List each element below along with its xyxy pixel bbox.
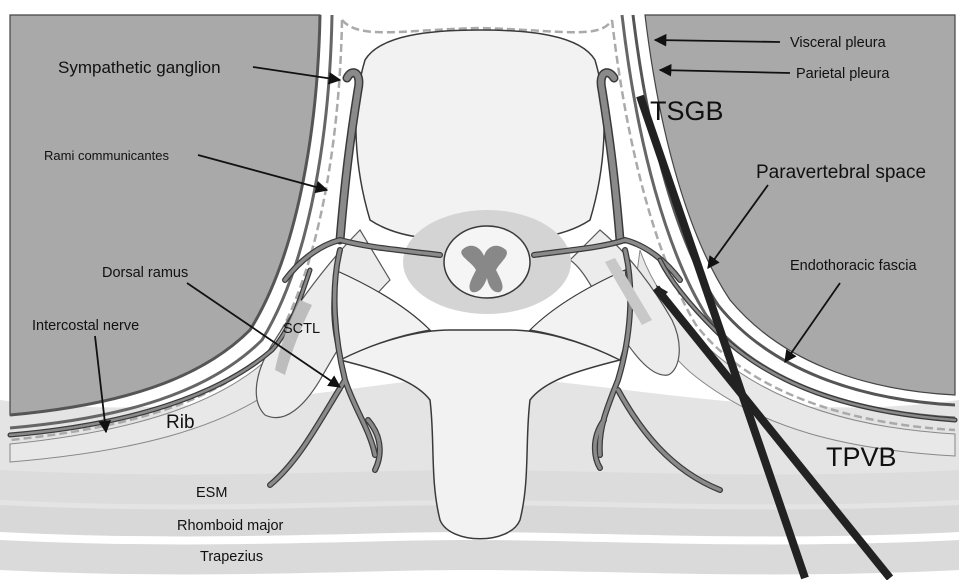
label-parietal-pleura: Parietal pleura bbox=[796, 66, 890, 82]
label-intercostal-nerve: Intercostal nerve bbox=[32, 318, 139, 334]
label-rhomboid-major: Rhomboid major bbox=[177, 518, 284, 534]
label-rami-communicantes: Rami communicantes bbox=[44, 148, 169, 163]
label-rib: Rib bbox=[166, 412, 195, 433]
label-dorsal-ramus: Dorsal ramus bbox=[102, 265, 188, 281]
label-tsgb: TSGB bbox=[650, 96, 724, 126]
label-visceral-pleura: Visceral pleura bbox=[790, 35, 887, 51]
label-trapezius: Trapezius bbox=[200, 549, 263, 565]
label-paravertebral-space: Paravertebral space bbox=[756, 162, 926, 183]
label-sctl: SCTL bbox=[283, 321, 320, 337]
label-endothoracic-fascia: Endothoracic fascia bbox=[790, 258, 917, 274]
label-tpvb: TPVB bbox=[826, 442, 897, 472]
label-sympathetic-ganglion: Sympathetic ganglion bbox=[58, 58, 221, 77]
label-esm: ESM bbox=[196, 485, 227, 501]
muscle-band-trapezius bbox=[0, 540, 959, 574]
vertebral-body bbox=[356, 30, 604, 240]
